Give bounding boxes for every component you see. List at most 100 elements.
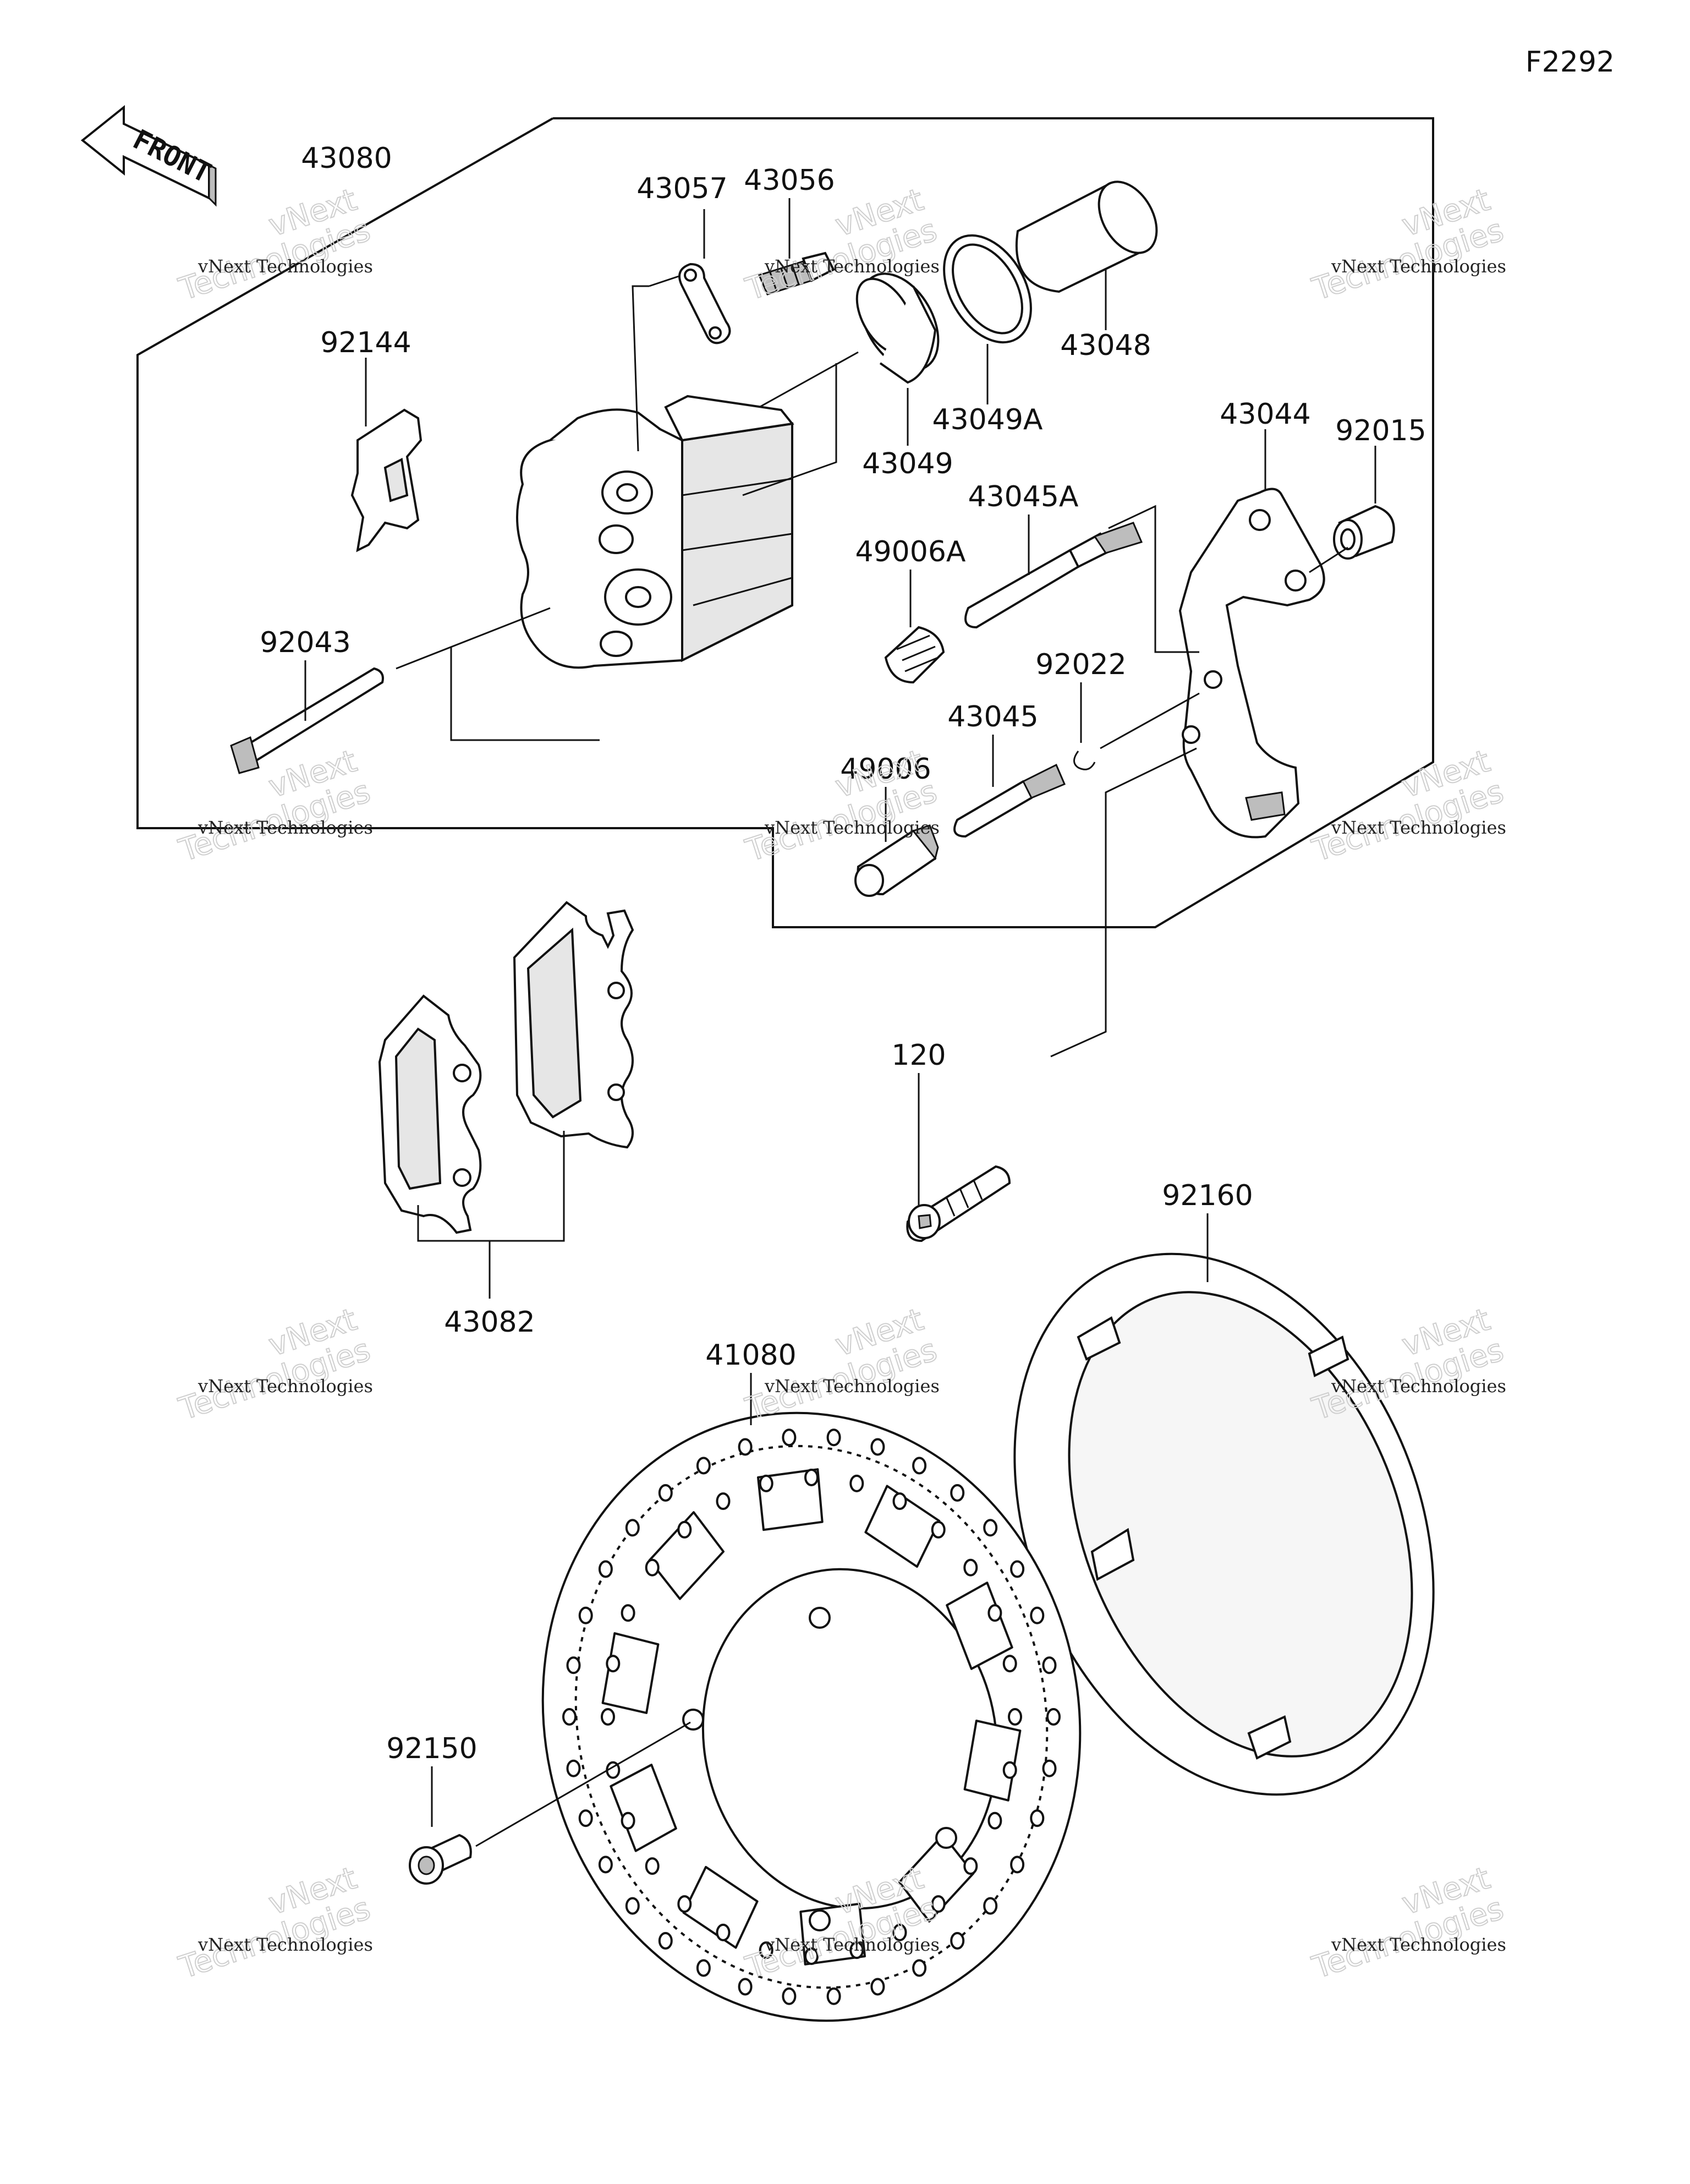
dust-seal (855, 272, 940, 384)
label-49006: 49006 (840, 753, 931, 786)
disc-hole (621, 1811, 635, 1830)
watermark-small-text: vNext Technologies (1331, 817, 1506, 838)
watermark-small-text: vNext Technologies (197, 1376, 373, 1397)
disc-hole (658, 1484, 673, 1502)
slide-pin (953, 763, 1066, 838)
disc-hole (826, 1428, 841, 1447)
disc-hole (849, 1941, 864, 1959)
disc-hole (892, 1923, 907, 1941)
disc-hole (658, 1932, 673, 1950)
watermark-small-text: vNext Technologies (1331, 1934, 1506, 1955)
disc-hole (759, 1474, 773, 1492)
brake-pad-front (378, 994, 482, 1234)
disc-hole (983, 1897, 998, 1915)
pad-spring (350, 408, 422, 552)
disc-hole (598, 1855, 613, 1874)
disc-hole (931, 1520, 946, 1539)
pad-pin (230, 667, 384, 774)
watermark-small-text: vNext Technologies (764, 1376, 940, 1397)
watermark-small-text: vNext Technologies (764, 817, 940, 838)
disc-hole (1042, 1656, 1057, 1674)
watermark-small-text: vNext Technologies (197, 817, 373, 838)
disc-hole (950, 1932, 965, 1950)
disc-hole (826, 1987, 841, 2005)
piston-seal (943, 234, 1032, 344)
label-43045: 43045 (947, 700, 1038, 734)
label-92043: 92043 (260, 626, 350, 659)
label-43048: 43048 (1060, 329, 1151, 362)
disc-window (601, 1632, 660, 1714)
disc-hole (987, 1604, 1002, 1622)
label-41080: 41080 (705, 1339, 796, 1372)
label-43049: 43049 (862, 447, 953, 480)
disc-hole (892, 1492, 907, 1510)
disc-window (898, 1833, 975, 1923)
disc-hole (931, 1895, 946, 1913)
label-43057: 43057 (637, 172, 727, 205)
disc-hole (1046, 1708, 1061, 1726)
disc-hole (1042, 1759, 1057, 1777)
circlip (1073, 751, 1096, 770)
disc-window (682, 1865, 759, 1949)
caliper-body (516, 395, 794, 669)
disc-hole (566, 1759, 581, 1777)
disc-window (946, 1581, 1013, 1670)
disc-hole (625, 1519, 640, 1537)
watermark-small-text: vNext Technologies (197, 1934, 373, 1955)
disc-hole (1002, 1761, 1017, 1779)
disc-hole (621, 1604, 635, 1622)
disc-cover-ring (1013, 1252, 1435, 1796)
disc-hole (578, 1606, 593, 1624)
disc-hole (804, 1947, 819, 1965)
slide-pin-a (964, 522, 1143, 629)
disc-window (648, 1511, 725, 1600)
disc-hole (782, 1987, 797, 2005)
bracket-bolt (906, 1165, 1011, 1242)
disc-hole (759, 1941, 773, 1959)
disc-hole (849, 1474, 864, 1492)
label-43045a: 43045A (968, 480, 1079, 513)
disc-hole (804, 1469, 819, 1486)
disc-hole (601, 1708, 615, 1726)
collar (1333, 505, 1395, 560)
disc-hole (983, 1519, 998, 1537)
piston (1015, 180, 1158, 293)
disc-bolt (409, 1833, 472, 1885)
disc-window (963, 1720, 1022, 1802)
label-92022: 92022 (1035, 648, 1126, 681)
disc-hole (963, 1558, 978, 1577)
disc-hole (963, 1857, 978, 1875)
label-92015: 92015 (1335, 414, 1426, 447)
disc-window (864, 1485, 941, 1568)
disc-hole (716, 1492, 731, 1510)
watermark-small-text: vNext Technologies (1331, 1376, 1506, 1397)
slide-pin-boot-a (884, 626, 945, 684)
label-49006a: 49006A (855, 535, 966, 568)
label-92160: 92160 (1162, 1179, 1253, 1212)
disc-hole (1010, 1560, 1025, 1578)
disc-hole (598, 1560, 613, 1578)
disc-hole (578, 1809, 593, 1827)
front-arrow-icon: FRONT (80, 105, 217, 207)
watermark-small-text: vNext Technologies (764, 1934, 940, 1955)
label-92144: 92144 (320, 326, 411, 359)
disc-hole (677, 1895, 692, 1913)
disc-window (757, 1468, 824, 1531)
disc-hole (645, 1558, 660, 1577)
disc-hole (1030, 1606, 1045, 1624)
label-92150: 92150 (386, 1732, 477, 1765)
disc-window (610, 1764, 677, 1852)
figure-id: F2292 (1526, 46, 1615, 79)
label-120: 120 (891, 1039, 946, 1072)
watermark-small-text: vNext Technologies (1331, 256, 1506, 277)
label-43049a: 43049A (932, 403, 1043, 436)
disc-hole (625, 1897, 640, 1915)
disc-hole (677, 1520, 692, 1539)
brake-pad-rear (513, 901, 634, 1149)
caliper-assembly-outline (136, 117, 1434, 928)
